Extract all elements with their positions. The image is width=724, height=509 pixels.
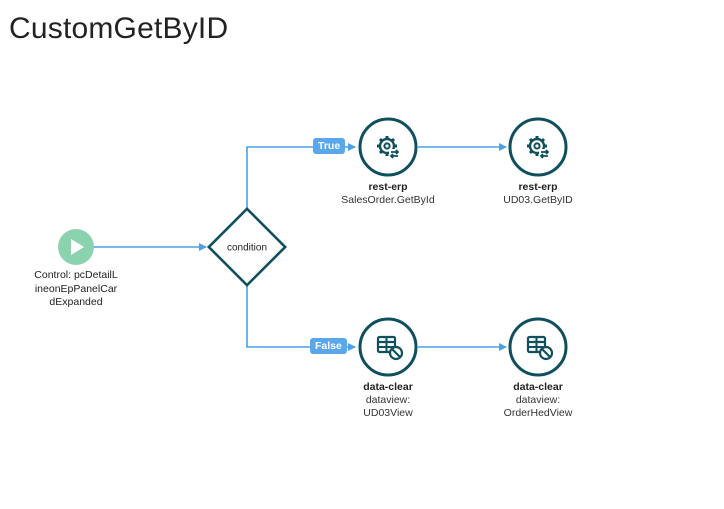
page-title: CustomGetByID <box>9 12 229 45</box>
play-icon <box>71 239 84 255</box>
node-type: rest-erp <box>518 181 558 193</box>
rest-erp-label: rest-erp SalesOrder.GetById <box>340 181 436 207</box>
node-detail: dataview: UD03View <box>363 394 413 419</box>
data-clear-label: data-clear dataview: UD03View <box>348 381 428 420</box>
node-detail: dataview: OrderHedView <box>503 394 573 419</box>
condition-node[interactable] <box>206 206 288 288</box>
node-detail: SalesOrder.GetById <box>341 194 435 206</box>
node-type: data-clear <box>513 381 563 393</box>
node-detail: UD03.GetByID <box>503 194 573 206</box>
rest-erp-label: rest-erp UD03.GetByID <box>488 181 588 207</box>
rest-erp-node[interactable] <box>508 117 568 177</box>
start-node-label: Control: pcDetailLineonEpPanelCardExpand… <box>34 269 118 308</box>
data-clear-label: data-clear dataview: OrderHedView <box>494 381 582 420</box>
node-type: rest-erp <box>368 181 408 193</box>
true-branch-badge: True <box>313 138 346 154</box>
connector-true-branch <box>246 143 356 209</box>
false-branch-badge: False <box>310 338 347 354</box>
node-type: data-clear <box>363 381 413 393</box>
condition-label: condition <box>227 243 267 254</box>
rest-erp-node[interactable] <box>358 117 418 177</box>
